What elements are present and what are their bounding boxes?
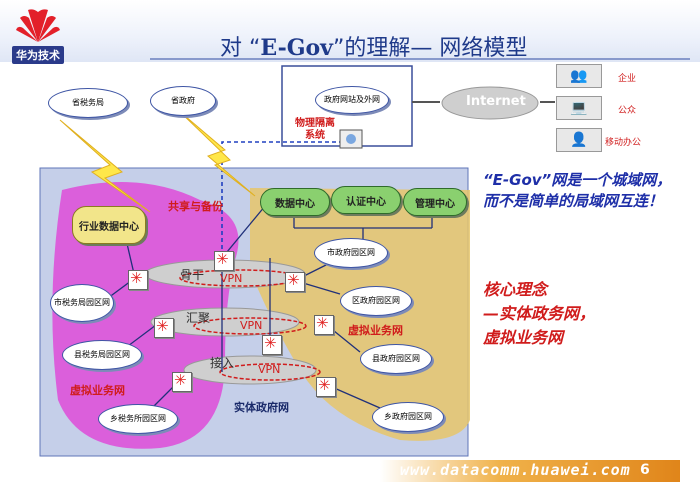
vpn-label-convergence: VPN — [240, 319, 263, 332]
footer-url: www.datacomm.huawei.com — [400, 461, 631, 479]
gov-website: 政府网站及外网 — [315, 86, 389, 114]
virtual-business-net-label-right: 虚拟业务网 — [348, 324, 403, 337]
core-concept-heading: 核心理念 — [483, 280, 548, 299]
physical-isolation-label: 物理隔离系统 — [295, 118, 335, 141]
convergence-label: 汇聚 — [186, 311, 211, 325]
router-icon — [262, 334, 282, 355]
access-label: 接入 — [210, 356, 235, 370]
router-icon — [172, 371, 192, 392]
page-number: 6 — [640, 462, 650, 478]
page-title: 对 “E-Gov”的理解— 网络模型 — [220, 35, 528, 61]
vpn-label-backbone: VPN — [220, 272, 243, 285]
township-gov-campus: 乡政府园区网 — [372, 402, 444, 432]
router-icon — [314, 314, 334, 335]
router-icon — [285, 271, 305, 292]
virtual-business-net-label-left: 虚拟业务网 — [70, 384, 125, 397]
provincial-government: 省政府 — [150, 86, 216, 116]
core-concept-line: —实体政务网， — [483, 304, 596, 323]
city-tax-campus: 市税务局园区网 — [50, 284, 114, 322]
industry-data-center: 行业数据中心 — [72, 206, 146, 244]
router-icon — [154, 317, 174, 338]
management-center: 管理中心 — [403, 188, 467, 216]
backbone-label: 骨干 — [180, 268, 205, 282]
router-icon — [316, 376, 336, 397]
county-gov-campus: 县政府园区网 — [360, 344, 432, 374]
client-enterprise: 企业 — [618, 74, 637, 84]
data-center: 数据中心 — [260, 188, 330, 216]
router-icon — [214, 250, 234, 271]
client-public: 公众 — [618, 106, 637, 116]
summary-paragraph: “E-Gov”网是一个城域网，而不是简单的局域网互连！ — [483, 171, 672, 210]
share-backup-label: 共享与备份 — [168, 200, 223, 213]
router-icon — [128, 269, 148, 290]
city-gov-campus: 市政府园区网 — [314, 238, 388, 268]
township-tax-campus: 乡税务所园区网 — [98, 404, 178, 434]
core-concept: 核心理念 —实体政务网， 虚拟业务网 — [483, 278, 683, 350]
district-gov-campus: 区政府园区网 — [340, 286, 412, 316]
core-concept-line: 虚拟业务网 — [483, 328, 564, 347]
physical-gov-net-label: 实体政府网 — [234, 401, 289, 414]
mobile-office-icon: 👤 — [556, 128, 602, 152]
footer-bar — [380, 460, 680, 482]
internet-cloud: Internet — [466, 94, 526, 109]
title-divider — [150, 58, 690, 60]
huawei-logo-icon — [16, 9, 60, 43]
county-tax-campus: 县税务局园区网 — [62, 340, 142, 370]
public-icon: 💻 — [556, 96, 602, 120]
title-bar — [0, 0, 700, 62]
client-mobile-office: 移动办公 — [605, 138, 642, 148]
provincial-tax-bureau: 省税务局 — [48, 88, 128, 118]
logo-text: 华为技术 — [12, 46, 64, 64]
auth-center: 认证中心 — [331, 186, 401, 214]
enterprise-icon: 👥 — [556, 64, 602, 88]
vpn-label-access: VPN — [258, 363, 281, 376]
